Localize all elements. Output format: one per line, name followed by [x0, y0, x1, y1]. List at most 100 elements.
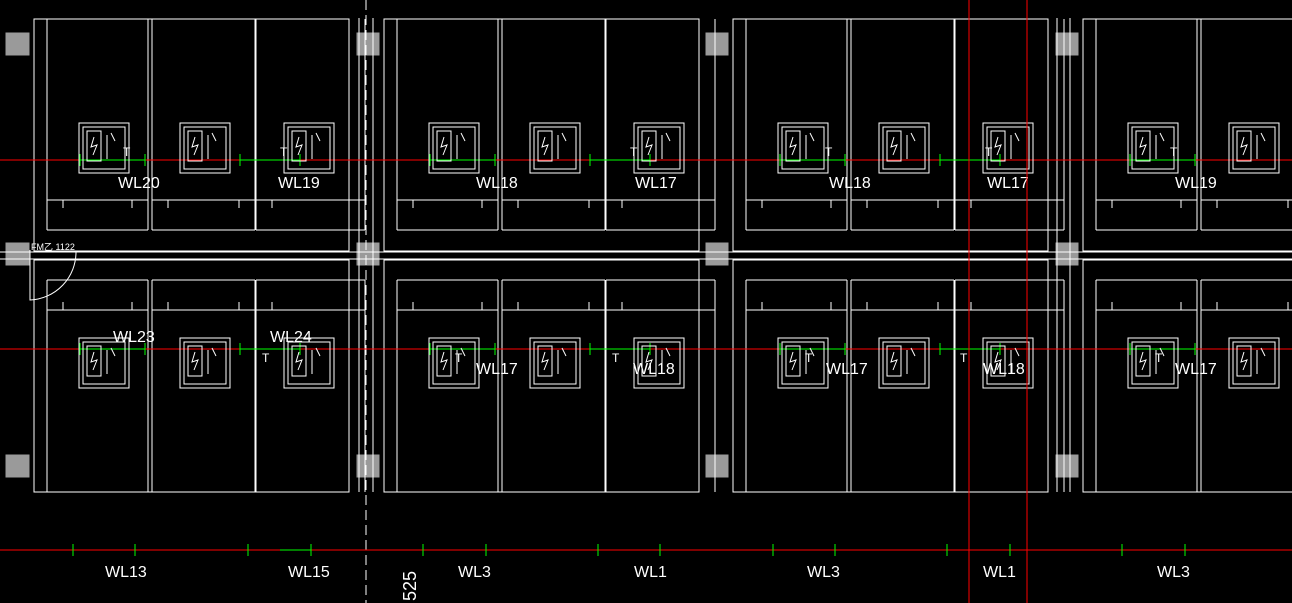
column-square-icon — [1055, 454, 1079, 478]
charger-outer — [1228, 122, 1280, 174]
column-square-icon — [1055, 242, 1079, 266]
bolt-icon — [645, 351, 653, 371]
charger-mark: T — [825, 145, 833, 159]
charger-body — [1135, 345, 1151, 377]
charger-inner — [986, 126, 1030, 170]
charger-plug — [211, 132, 217, 142]
ev-charger-icon — [878, 337, 930, 389]
charger-inner — [432, 126, 476, 170]
charger-outer — [1127, 337, 1179, 389]
charger-inner — [82, 341, 126, 385]
charger-plug — [665, 347, 671, 357]
charger-body — [436, 130, 452, 162]
charger-plug — [1159, 132, 1165, 142]
charger-inner — [1131, 341, 1175, 385]
circuit-label: WL17 — [987, 175, 1029, 192]
charger-plug — [1159, 347, 1165, 357]
charger-inner — [432, 341, 476, 385]
charger-body — [886, 345, 902, 377]
charger-outer — [428, 122, 480, 174]
panel-upper-frame — [1082, 18, 1292, 252]
circuit-label: WL19 — [278, 175, 320, 192]
bolt-icon — [1139, 351, 1147, 371]
charger-body — [785, 345, 801, 377]
door-swing-icon — [29, 250, 77, 301]
column-square-icon — [705, 242, 729, 266]
charger-plug — [665, 132, 671, 142]
bolt-icon — [994, 136, 1002, 156]
bottom-circuit-label: WL3 — [458, 564, 491, 581]
charger-outer — [1127, 122, 1179, 174]
ev-charger-icon — [1127, 122, 1179, 174]
circuit-label: WL17 — [1175, 361, 1217, 378]
charger-mark: T — [985, 145, 993, 159]
charger-outer — [1228, 337, 1280, 389]
ev-charger-icon — [179, 122, 231, 174]
charger-body — [436, 345, 452, 377]
charger-plug — [211, 347, 217, 357]
charger-mark: T — [612, 351, 620, 365]
charger-body — [990, 345, 1006, 377]
charger-outer — [78, 337, 130, 389]
ev-charger-icon — [78, 337, 130, 389]
charger-plug — [809, 347, 815, 357]
charger-mark: T — [630, 145, 638, 159]
charger-inner — [986, 341, 1030, 385]
column-square-icon — [705, 454, 729, 478]
charger-body — [1236, 345, 1252, 377]
panel-lower-frame — [383, 259, 700, 493]
charger-inner — [1131, 126, 1175, 170]
charger-outer — [878, 122, 930, 174]
charger-inner — [183, 126, 227, 170]
charger-mark: T — [1170, 145, 1178, 159]
ev-charger-icon — [982, 337, 1034, 389]
bottom-circuit-label: WL1 — [634, 564, 667, 581]
charger-outer — [428, 337, 480, 389]
charger-outer — [878, 337, 930, 389]
column-square-icon — [1055, 32, 1079, 56]
charger-plug — [110, 347, 116, 357]
column-square-icon — [5, 454, 29, 478]
bolt-icon — [789, 136, 797, 156]
dimension-text: 525 — [400, 571, 420, 601]
charger-plug — [315, 132, 321, 142]
panel-upper-frame — [33, 18, 350, 252]
circuit-label: WL20 — [118, 175, 160, 192]
panel-lower-frame — [732, 259, 1049, 493]
ev-charger-icon — [1228, 337, 1280, 389]
circuit-label: WL17 — [826, 361, 868, 378]
charger-inner — [533, 126, 577, 170]
circuit-label: WL23 — [113, 329, 155, 346]
charger-inner — [882, 341, 926, 385]
circuit-label: WL24 — [270, 329, 312, 346]
ev-charger-icon — [179, 337, 231, 389]
column-square-icon — [705, 32, 729, 56]
bolt-icon — [191, 351, 199, 371]
charger-inner — [637, 341, 681, 385]
charger-outer — [633, 337, 685, 389]
charger-outer — [283, 122, 335, 174]
bolt-icon — [890, 136, 898, 156]
circuit-label: WL18 — [476, 175, 518, 192]
charger-mark: T — [1155, 351, 1163, 365]
column-square-icon — [356, 454, 380, 478]
charger-plug — [460, 347, 466, 357]
column-square-icon — [5, 32, 29, 56]
bolt-icon — [90, 136, 98, 156]
bottom-circuit-label: WL3 — [807, 564, 840, 581]
charger-mark: T — [280, 145, 288, 159]
bolt-icon — [295, 136, 303, 156]
ev-charger-icon — [1127, 337, 1179, 389]
bolt-icon — [440, 351, 448, 371]
charger-plug — [809, 132, 815, 142]
ev-charger-icon — [428, 122, 480, 174]
circuit-label: WL17 — [476, 361, 518, 378]
door-symbol: FM乙 1122 — [29, 242, 77, 301]
bolt-icon — [645, 136, 653, 156]
bolt-icon — [541, 136, 549, 156]
charger-plug — [1260, 347, 1266, 357]
panel-lower-frame — [33, 259, 350, 493]
ev-charger-icon — [878, 122, 930, 174]
